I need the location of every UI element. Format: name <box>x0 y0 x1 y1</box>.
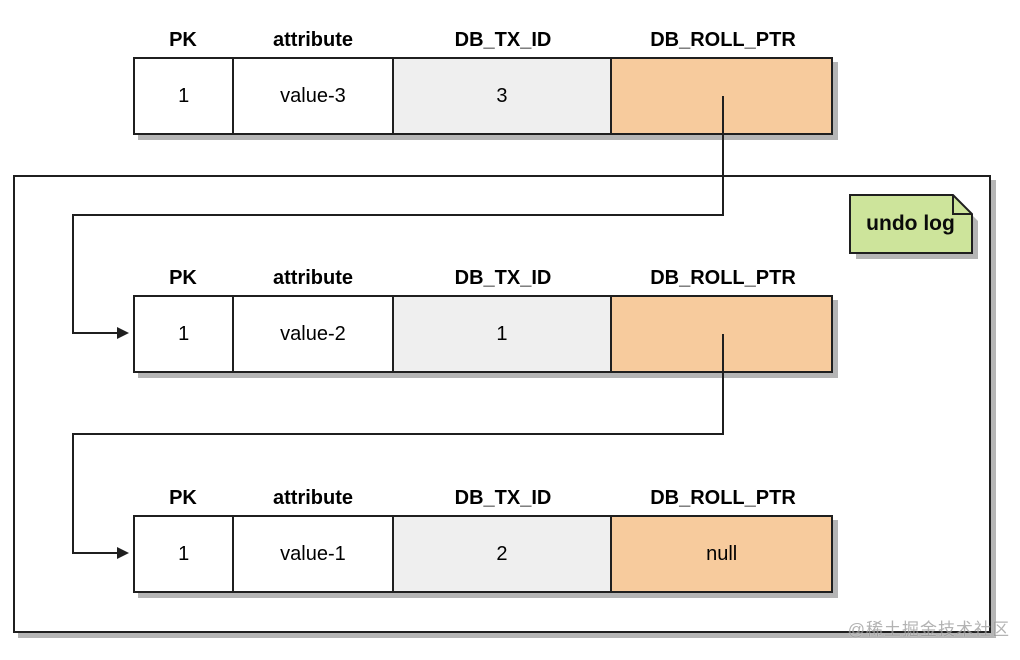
column-header-db-roll-ptr: DB_ROLL_PTR <box>650 28 796 51</box>
record-table-undo-2: PK attribute DB_TX_ID DB_ROLL_PTR 1 valu… <box>133 481 833 593</box>
column-header-db-tx-id: DB_TX_ID <box>454 266 552 289</box>
cell-pk: 1 <box>135 517 235 591</box>
column-headers: PK attribute DB_TX_ID DB_ROLL_PTR <box>133 23 833 57</box>
column-header-pk: PK <box>169 486 197 509</box>
cell-attribute: value-3 <box>234 59 394 133</box>
watermark: @稀土掘金技术社区 <box>847 620 1010 639</box>
column-header-db-roll-ptr: DB_ROLL_PTR <box>650 486 796 509</box>
cell-pk: 1 <box>135 59 235 133</box>
column-header-attribute: attribute <box>273 266 353 289</box>
column-headers: PK attribute DB_TX_ID DB_ROLL_PTR <box>133 261 833 295</box>
table-row: 1 value-3 3 <box>133 57 833 135</box>
cell-pk: 1 <box>135 297 235 371</box>
column-header-attribute: attribute <box>273 28 353 51</box>
column-header-attribute: attribute <box>273 486 353 509</box>
cell-attribute: value-1 <box>234 517 394 591</box>
column-header-db-tx-id: DB_TX_ID <box>454 28 552 51</box>
column-header-pk: PK <box>169 28 197 51</box>
record-table-current: PK attribute DB_TX_ID DB_ROLL_PTR 1 valu… <box>133 23 833 135</box>
table-row: 1 value-1 2 null <box>133 515 833 593</box>
record-table-undo-1: PK attribute DB_TX_ID DB_ROLL_PTR 1 valu… <box>133 261 833 373</box>
note-icon <box>849 194 978 259</box>
cell-db-roll-ptr <box>612 297 832 371</box>
table-row: 1 value-2 1 <box>133 295 833 373</box>
cell-db-tx-id: 2 <box>393 517 613 591</box>
column-header-db-roll-ptr: DB_ROLL_PTR <box>650 266 796 289</box>
cell-db-tx-id: 3 <box>393 59 613 133</box>
undo-log-note-label: undo log <box>866 211 955 235</box>
cell-attribute: value-2 <box>234 297 394 371</box>
column-header-pk: PK <box>169 266 197 289</box>
cell-db-roll-ptr <box>612 59 832 133</box>
cell-db-roll-ptr: null <box>612 517 832 591</box>
cell-db-tx-id: 1 <box>393 297 613 371</box>
column-header-db-tx-id: DB_TX_ID <box>454 486 552 509</box>
column-headers: PK attribute DB_TX_ID DB_ROLL_PTR <box>133 481 833 515</box>
undo-log-note: undo log <box>849 194 981 264</box>
